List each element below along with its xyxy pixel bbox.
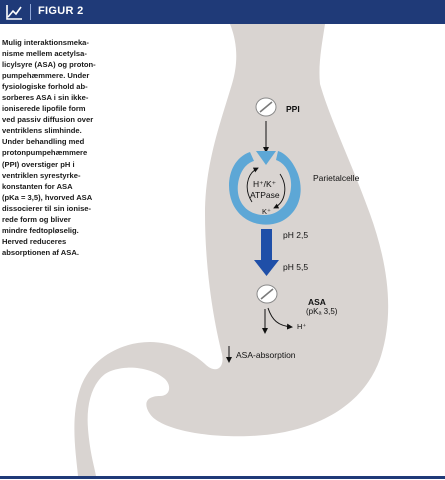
pump-cycle-arrow [246, 167, 259, 203]
ph-start-label: pH 2,5 [283, 230, 309, 240]
proton-label: H⁺ [297, 322, 307, 331]
stomach-shape [74, 24, 389, 476]
pump-label-line2: ATPase [250, 190, 280, 200]
header-separator [30, 4, 31, 20]
pump-cycle-arrow-2 [273, 173, 286, 209]
figure-caption: Mulig interaktionsmeka- nisme mellem ace… [2, 38, 96, 257]
pump-k-label: K⁺ [262, 207, 271, 216]
figure-title: FIGUR 2 [38, 5, 84, 17]
proton-release-arrow [267, 307, 293, 330]
asa-label: ASA [308, 297, 326, 307]
pump-label-line1: H⁺/K⁺ [253, 179, 277, 189]
stomach-diagram: PPI H⁺/K⁺ ATPase K⁺ Parietalcelle pH 2,5… [0, 24, 445, 476]
ppi-pill-icon [255, 97, 277, 117]
ppi-label: PPI [286, 104, 300, 114]
asa-pka-label: (pKₐ 3,5) [306, 307, 338, 316]
bottom-rule [0, 476, 445, 479]
figure-header: FIGUR 2 [0, 0, 445, 24]
parietal-cell-label: Parietalcelle [313, 173, 360, 183]
asa-absorption-label: ASA-absorption [236, 350, 296, 360]
line-chart-icon [4, 2, 24, 22]
ph-change-arrow [254, 229, 279, 276]
asa-pill-icon [256, 284, 278, 304]
ph-end-label: pH 5,5 [283, 262, 309, 272]
proton-pump-icon [229, 151, 301, 225]
